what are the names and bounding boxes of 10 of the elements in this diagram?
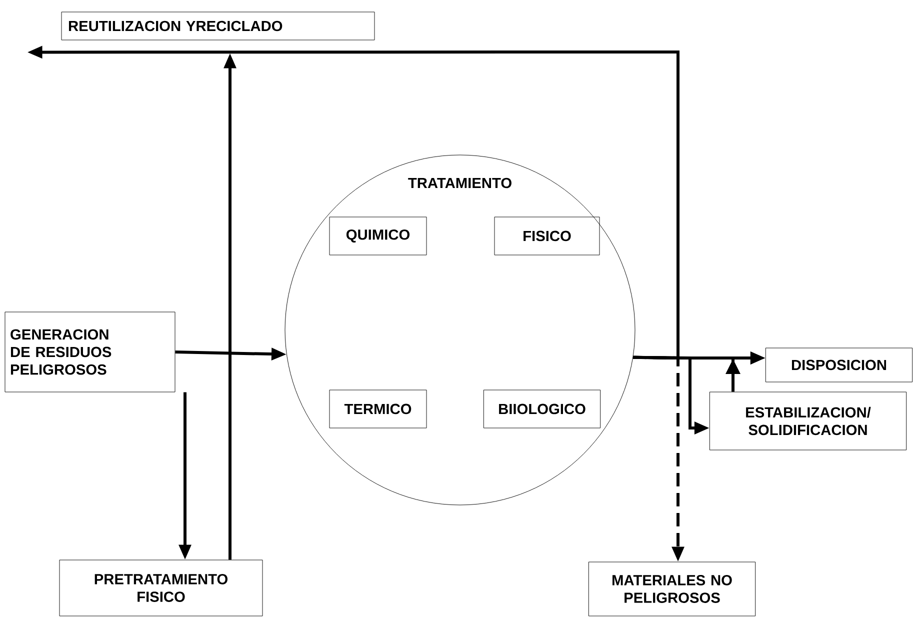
method-box: BIIOLOGICO	[483, 390, 601, 428]
method-box: QUIMICO	[329, 216, 427, 256]
method-box: TERMICO	[329, 390, 427, 428]
process-box: GENERACION DE RESIDUOS PELIGROSOS	[4, 312, 176, 392]
process-box: MATERIALES NO PELIGROSOS	[588, 562, 756, 616]
label-box: REUTILIZACION YRECICLADO	[61, 12, 375, 40]
process-box: ESTABILIZACION/ SOLIDIFICACION	[709, 392, 907, 450]
method-box: FISICO	[494, 216, 600, 256]
process-box: PRETRATAMIENTO FISICO	[59, 560, 263, 616]
process-box: DISPOSICION	[765, 348, 913, 382]
